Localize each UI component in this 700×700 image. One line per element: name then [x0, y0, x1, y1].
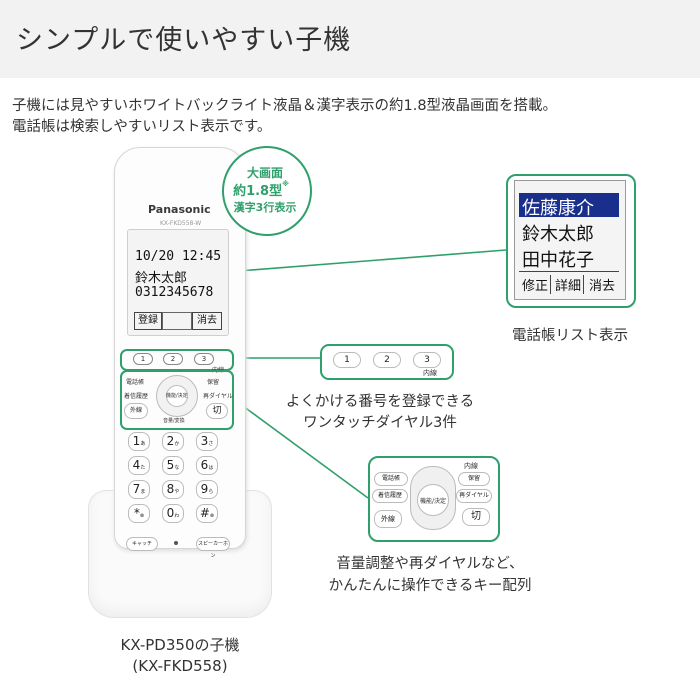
keys-callout	[368, 456, 500, 542]
onetouch-caption-2: ワンタッチダイヤル3件	[303, 415, 457, 431]
softkey-delete[interactable]: 消去	[192, 312, 222, 330]
outside-line-button[interactable]: 外線	[124, 403, 148, 419]
bubble-line-1: 大画面	[246, 166, 283, 180]
keypad-key[interactable]: 6は MNO	[196, 456, 218, 491]
ok-button[interactable]	[166, 385, 188, 407]
callout-key-redial[interactable]: 再ダイヤル	[456, 489, 492, 503]
bubble-line-2: 約1.8型※	[233, 180, 289, 199]
key-directory[interactable]: 電話帳	[126, 379, 145, 386]
callout-onetouch-1[interactable]: 1	[333, 352, 361, 368]
product-caption-2: (KX-FKD558)	[132, 657, 228, 675]
keypad-key[interactable]: 1あ	[128, 432, 150, 451]
softkey-register[interactable]: 登録	[134, 312, 162, 330]
keypad-digit: 3	[200, 434, 209, 448]
keypad-digit: 0	[166, 506, 175, 520]
keypad-digit: 7	[132, 482, 141, 496]
keypad-sublabel: わ	[174, 513, 180, 519]
onetouch-caption-1: よくかける番号を登録できる	[285, 394, 475, 410]
ok-button-label: 機能/決定	[166, 393, 188, 399]
key-history[interactable]: 着信履歴	[124, 393, 149, 400]
callout-ok-button[interactable]	[417, 484, 449, 516]
phonebook-softkeys: 修正 詳細 消去	[519, 271, 619, 294]
product-caption-1: KX-PD350の子機	[120, 636, 240, 654]
key-redial[interactable]: 再ダイヤル	[203, 393, 233, 400]
keypad-key[interactable]: 3さ DEF	[196, 432, 218, 467]
keypad-digit: 9	[200, 482, 209, 496]
softkey-detail[interactable]: 詳細	[555, 275, 585, 294]
keypad-digit: *	[133, 506, 140, 520]
screen-line-2: 鈴木太郎	[135, 271, 188, 286]
keypad-sublabel: ⊗	[209, 513, 215, 519]
callout-key-directory[interactable]: 電話帳	[374, 472, 408, 486]
keys-caption-1: 音量調整や再ダイヤルなど、	[336, 556, 524, 572]
screen-line-3: 0312345678	[135, 285, 214, 300]
callout-outside-button[interactable]: 外線	[374, 510, 402, 528]
onetouch-3-button[interactable]: 3	[194, 353, 214, 365]
description-line-2: 電話帳は検索しやすいリスト表示です。	[12, 119, 272, 135]
catch-button[interactable]: キャッチ	[126, 537, 158, 551]
callout-onetouch-3[interactable]: 3	[413, 352, 441, 368]
brand-logo: Panasonic	[148, 203, 211, 216]
screen-line-1: 10/20 12:45	[135, 249, 222, 264]
keypad-digit: 4	[132, 458, 141, 472]
keypad-sublabel: あ	[140, 441, 146, 447]
keypad-digit: 8	[166, 482, 175, 496]
phonebook-row-1[interactable]: 佐藤康介	[522, 198, 594, 219]
onetouch-1-button[interactable]: 1	[133, 353, 153, 365]
keypad-digit: 6	[200, 458, 209, 472]
callout-off-button[interactable]: 切	[462, 508, 490, 526]
softkey-erase[interactable]: 消去	[589, 279, 616, 294]
callout-intercom-label: 内線	[423, 369, 437, 377]
keypad-digit: 1	[132, 434, 141, 448]
phonebook-row-3[interactable]: 田中花子	[522, 250, 594, 271]
keypad-key[interactable]: 5な JKL	[162, 456, 184, 491]
header-band	[0, 0, 700, 78]
keypad-digit: #	[199, 506, 210, 520]
keys-caption-2: かんたんに操作できるキー配列	[328, 578, 532, 594]
bubble-line-3: 漢字3行表示	[233, 201, 297, 214]
softkey-edit[interactable]: 修正	[522, 275, 552, 294]
line-to-keys	[231, 397, 369, 499]
screen-size-bubble	[222, 146, 312, 236]
keypad-key[interactable]: #⊗	[196, 504, 218, 523]
callout-onetouch-2[interactable]: 2	[373, 352, 401, 368]
page-title: シンプルで使いやすい子機	[16, 25, 352, 56]
phonebook-selection	[519, 193, 619, 217]
keypad-digit: 5	[166, 458, 175, 472]
keypad-digit: 2	[166, 434, 175, 448]
speakerphone-button[interactable]: スピーカーホン	[196, 537, 230, 559]
off-hook-button[interactable]: 切	[206, 403, 228, 419]
key-hold[interactable]: 保留	[207, 379, 220, 386]
callout-keys-intercom: 内線	[464, 462, 478, 470]
keypad-key[interactable]: 9ら WXYZ	[196, 480, 218, 515]
keypad-key[interactable]: *⊗	[128, 504, 150, 523]
description-line-1: 子機には見やすいホワイトバックライト液晶＆漢字表示の約1.8型液晶画面を搭載。	[12, 98, 558, 114]
callout-key-history[interactable]: 着信履歴	[372, 489, 408, 503]
onetouch-2-button[interactable]: 2	[163, 353, 183, 365]
keypad-sublabel: ⊗	[139, 513, 145, 519]
line-to-phonebook	[225, 249, 507, 273]
onetouch-callout	[320, 344, 454, 380]
keypad-key[interactable]: 4た GHI	[128, 456, 150, 491]
volume-label: 音量/変換	[163, 418, 185, 424]
keypad-key[interactable]: 0わ	[162, 504, 184, 523]
keypad-key[interactable]: 7ま PQRS	[128, 480, 150, 515]
phonebook-caption: 電話帳リスト表示	[512, 328, 628, 344]
keypad-key[interactable]: 2か ABC	[162, 432, 184, 467]
function-keys-highlight	[120, 370, 234, 430]
softkey-blank[interactable]	[162, 312, 192, 330]
phonebook-row-2[interactable]: 鈴木太郎	[522, 224, 594, 245]
handset-screen	[127, 229, 229, 336]
keypad-key[interactable]: 8や TUV	[162, 480, 184, 515]
model-label: KX-FKD558-W	[160, 220, 202, 227]
callout-key-hold[interactable]: 保留	[458, 472, 490, 486]
callout-ok-label: 機能/決定	[420, 498, 447, 505]
microphone-hole	[174, 541, 178, 545]
